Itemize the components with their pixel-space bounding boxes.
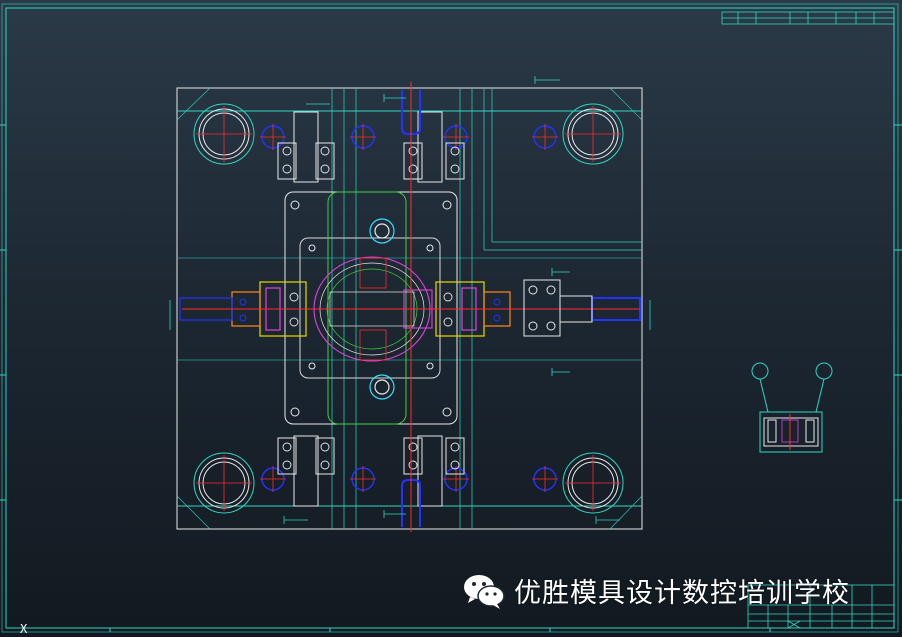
drawing-border [0,3,902,633]
dimension-markers [169,76,651,524]
side-slide-outer-right[interactable] [523,279,593,337]
sprue-bushings[interactable] [369,218,395,400]
wechat-icon [464,574,505,609]
lifter-blocks[interactable] [277,111,465,507]
lifter-bolts [282,146,460,470]
ucs-axis-label: X [20,622,28,636]
slide-pins [239,292,501,327]
centerlines [182,82,640,532]
title-block [747,584,895,629]
watermark-text: 优胜模具设计数控培训学校 [514,578,850,609]
detail-view[interactable] [751,362,833,453]
screw-crosshairs [196,106,621,511]
green-insert-outline [327,191,407,425]
wechat-watermark: 优胜模具设计数控培训学校 [462,571,850,610]
top-title-strip [721,11,895,25]
mold-base-plate[interactable] [176,87,643,530]
